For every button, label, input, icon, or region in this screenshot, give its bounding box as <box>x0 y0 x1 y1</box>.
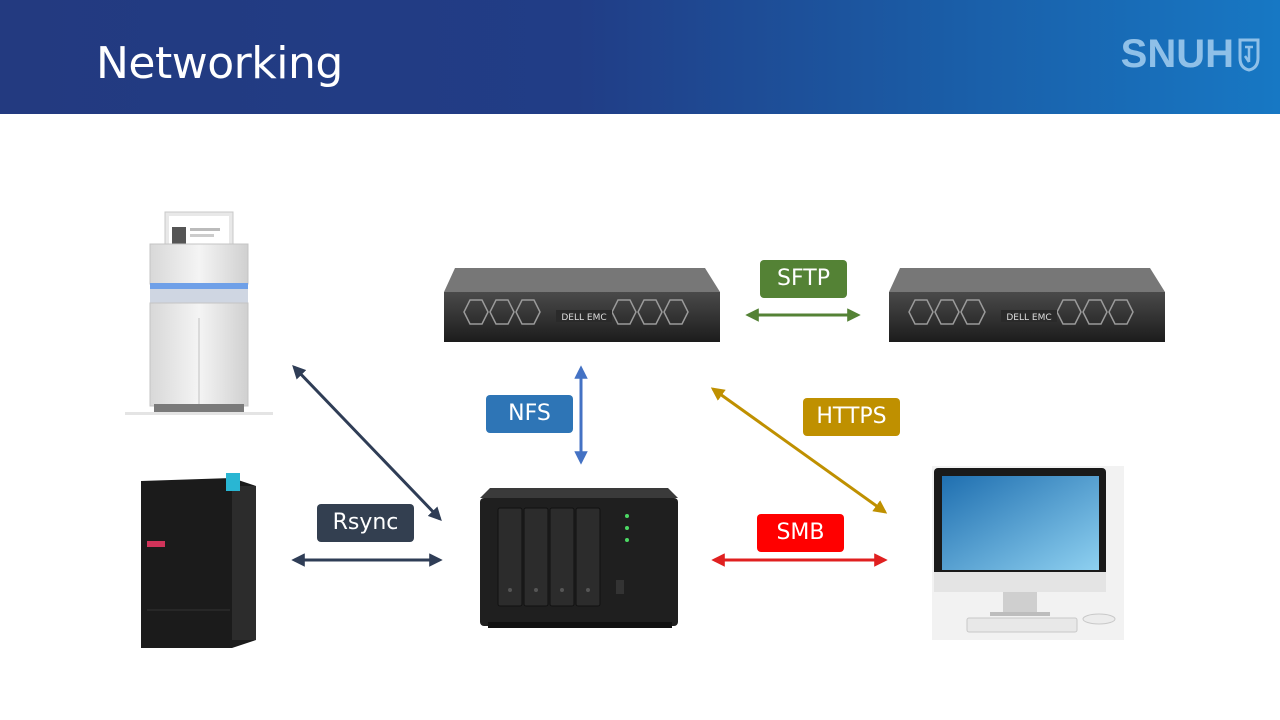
rsync-label: Rsync <box>317 504 414 542</box>
nas-icon <box>480 488 678 628</box>
logo-mark-icon <box>1238 38 1260 72</box>
https-arrow <box>710 387 888 514</box>
desktop-icon <box>932 466 1124 640</box>
snuh-logo: SNUH <box>1121 32 1260 77</box>
sftp-label: SFTP <box>760 260 847 298</box>
nfs-label: NFS <box>486 395 573 433</box>
sequencer-rsync-arrow <box>292 365 442 521</box>
server-brand-label-secondary: DELL EMC <box>1006 313 1051 323</box>
logo-text: SNUH <box>1120 32 1234 76</box>
sequencer-tower-icon <box>141 473 256 648</box>
slide-header: Networking SNUH <box>0 0 1280 114</box>
server-icon <box>444 268 720 342</box>
smb-label: SMB <box>757 514 844 552</box>
sequencer-icon <box>125 211 273 415</box>
slide-title: Networking <box>96 38 343 89</box>
server-brand-label: DELL EMC <box>561 313 606 323</box>
https-label: HTTPS <box>803 398 900 436</box>
server-icon-secondary <box>889 268 1165 342</box>
